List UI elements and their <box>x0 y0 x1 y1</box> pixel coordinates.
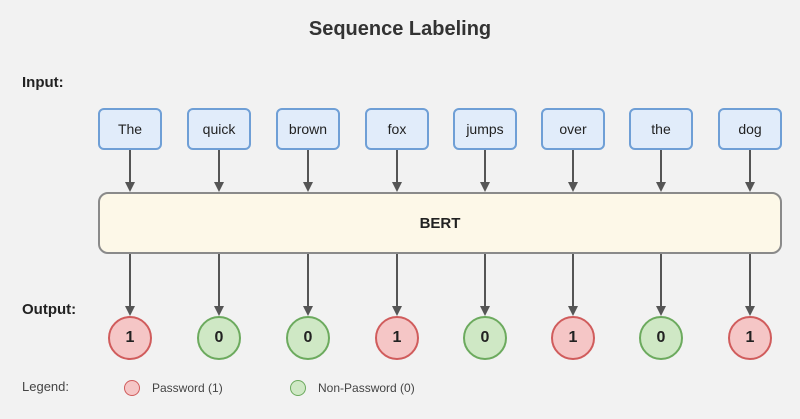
output-label-password: 1 <box>551 316 595 360</box>
input-label: Input: <box>22 74 64 91</box>
input-token: The <box>98 108 162 150</box>
output-label-password: 1 <box>375 316 419 360</box>
output-label-non-password: 0 <box>197 316 241 360</box>
diagram-title: Sequence Labeling <box>308 18 492 40</box>
legend-password-swatch <box>124 380 140 396</box>
legend-title: Legend: <box>22 379 69 394</box>
input-token: brown <box>276 108 340 150</box>
legend-non-password-swatch <box>290 380 306 396</box>
input-token: jumps <box>453 108 517 150</box>
input-token: the <box>629 108 693 150</box>
input-token: fox <box>365 108 429 150</box>
legend-item-label: Password (1) <box>152 381 223 395</box>
bert-model-block: BERT <box>98 192 782 254</box>
output-label: Output: <box>22 301 77 318</box>
legend-item-label: Non-Password (0) <box>318 381 415 395</box>
input-token: dog <box>718 108 782 150</box>
output-label-non-password: 0 <box>639 316 683 360</box>
output-label-password: 1 <box>728 316 772 360</box>
input-token: over <box>541 108 605 150</box>
input-token: quick <box>187 108 251 150</box>
output-label-password: 1 <box>108 316 152 360</box>
output-label-non-password: 0 <box>463 316 507 360</box>
output-label-non-password: 0 <box>286 316 330 360</box>
